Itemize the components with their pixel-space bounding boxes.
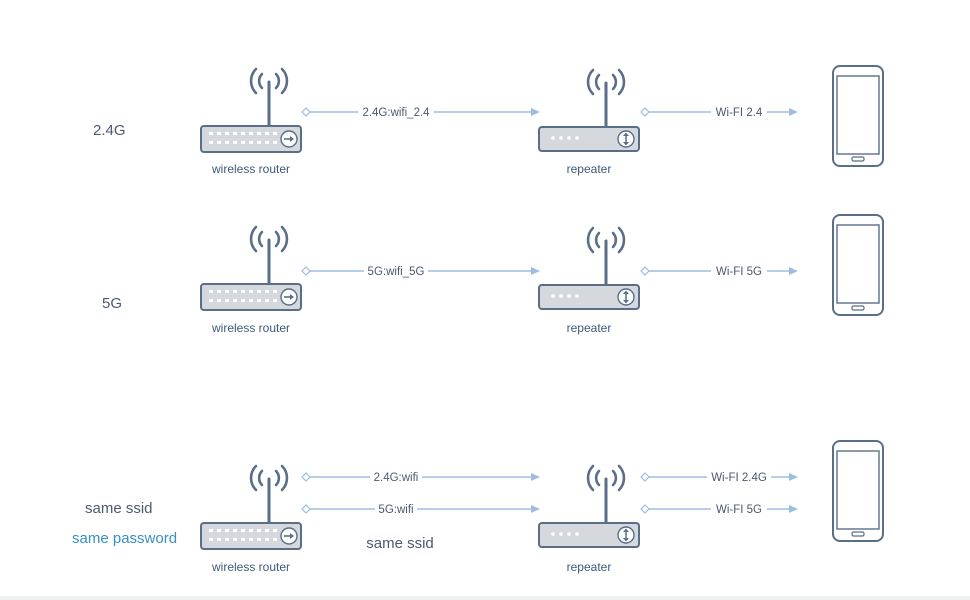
uplinks-note: same ssid (366, 535, 434, 552)
downlink-label: Wi-FI 2.4G (711, 472, 767, 484)
repeater-label: repeater (567, 321, 612, 335)
downlink-label: Wi-FI 5G (716, 504, 762, 516)
router-label: wireless router (211, 321, 290, 335)
repeater-icon (537, 68, 641, 153)
uplink-connector: 5G:wifi_5G (301, 263, 540, 279)
downlink-label: Wi-FI 5G (716, 266, 762, 278)
wireless-router-icon (199, 225, 303, 312)
repeater-label: repeater (567, 162, 612, 176)
router-label: wireless router (211, 560, 290, 574)
uplink-label: 2.4G:wifi (374, 472, 419, 484)
uplink-label: 2.4G:wifi_2.4 (362, 107, 430, 119)
row-same-ssid: same ssid same password wireless router … (72, 440, 884, 574)
downlink-connector-5g: Wi-FI 5G (640, 501, 798, 517)
bottom-divider (0, 596, 970, 600)
repeater-icon (537, 226, 641, 311)
wireless-router-icon (199, 67, 303, 154)
phone-icon (832, 440, 884, 542)
row-5g: 5G wireless router 5G:wifi_5G repeater W… (102, 214, 884, 335)
band-label: 2.4G (93, 122, 126, 139)
repeater-label: repeater (567, 560, 612, 574)
band-label: 5G (102, 295, 122, 312)
repeater-icon (537, 464, 641, 549)
uplink-label: 5G:wifi (378, 504, 413, 516)
phone-icon (832, 65, 884, 167)
phone-icon (832, 214, 884, 316)
uplink-connector: 2.4G:wifi_2.4 (301, 104, 540, 120)
uplink-connector-2-4g: 2.4G:wifi (301, 469, 540, 485)
downlink-connector: Wi-FI 2.4 (640, 104, 798, 120)
downlink-connector: Wi-FI 5G (640, 263, 798, 279)
band-label: same ssid (85, 500, 153, 517)
row-2-4g: 2.4G wireless router 2.4G:wifi_2.4 repea… (93, 65, 884, 176)
uplink-connector-5g: 5G:wifi (301, 501, 540, 517)
band-sublabel: same password (72, 530, 177, 547)
uplink-label: 5G:wifi_5G (368, 266, 425, 278)
router-label: wireless router (211, 162, 290, 176)
downlink-connector-2-4g: Wi-FI 2.4G (640, 469, 798, 485)
wireless-router-icon (199, 464, 303, 551)
downlink-label: Wi-FI 2.4 (716, 107, 763, 119)
